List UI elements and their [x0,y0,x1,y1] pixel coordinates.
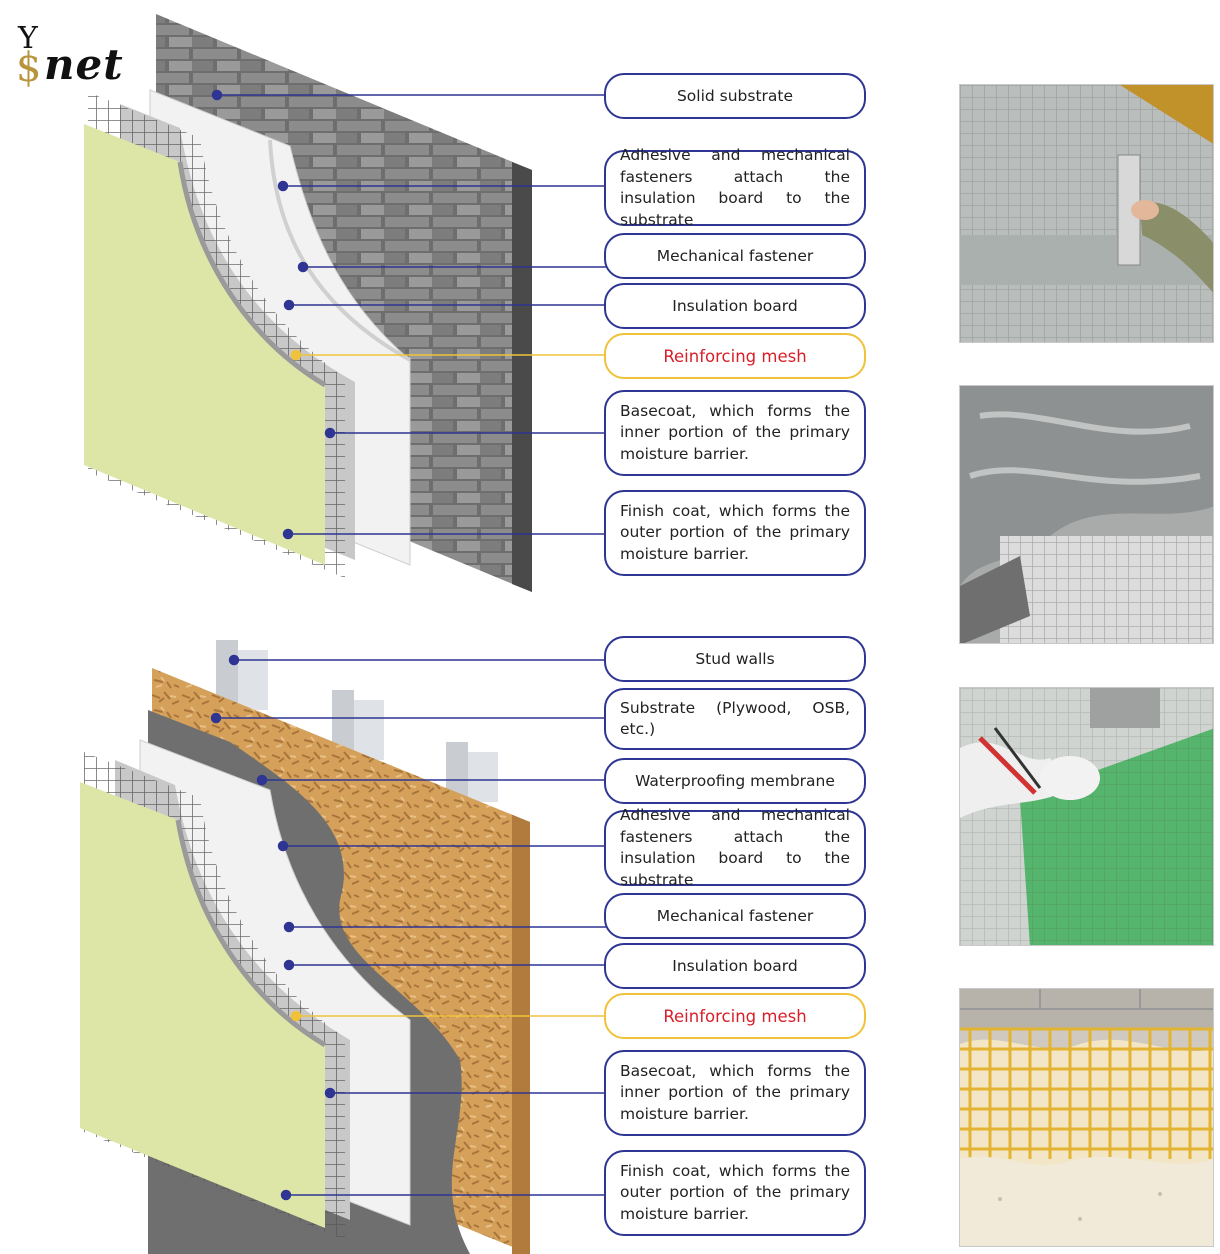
label-insulation-board: Insulation board [604,943,866,989]
label-solid-substrate: Solid substrate [604,73,866,119]
label-finish-coat: Finish coat, which forms the outer porti… [604,1150,866,1236]
top-leader-lines [211,89,606,540]
label-adhesive-fasteners: Adhesive and mechanical fasteners attach… [604,806,866,889]
photo-yellow-mesh-layers [959,988,1214,1247]
bottom-finish-coat [80,782,325,1228]
top-wall [84,14,532,592]
label-basecoat: Basecoat, which forms the inner portion … [604,1050,866,1136]
bottom-mesh-leader [290,1010,606,1022]
photo-trowel-adhesive [959,84,1214,343]
label-reinforcing-mesh: Reinforcing mesh [604,333,866,379]
label-adhesive-fasteners: Adhesive and mechanical fasteners attach… [604,146,866,229]
label-substrate-plywood-osb: Substrate (Plywood, OSB, etc.) [604,688,866,750]
label-stud-walls: Stud walls [604,636,866,682]
photo-cutting-green-mesh [959,687,1214,946]
photo-basecoat-spreading [959,385,1214,644]
top-mesh-leader [290,349,606,361]
label-basecoat: Basecoat, which forms the inner portion … [604,390,866,476]
label-waterproofing-membrane: Waterproofing membrane [604,758,866,804]
logo-wordmark: net [44,40,124,89]
logo: Y $ net [14,21,124,92]
label-reinforcing-mesh: Reinforcing mesh [604,993,866,1039]
label-finish-coat: Finish coat, which forms the outer porti… [604,490,866,576]
bottom-wall [80,640,530,1254]
label-mechanical-fastener: Mechanical fastener [604,893,866,939]
bottom-leader-lines [210,654,606,1201]
top-finish-coat [84,124,325,565]
logo-dollar-sign: $ [16,45,42,91]
label-mechanical-fastener: Mechanical fastener [604,233,866,279]
logo-letter-y: Y [18,21,38,56]
label-insulation-board: Insulation board [604,283,866,329]
